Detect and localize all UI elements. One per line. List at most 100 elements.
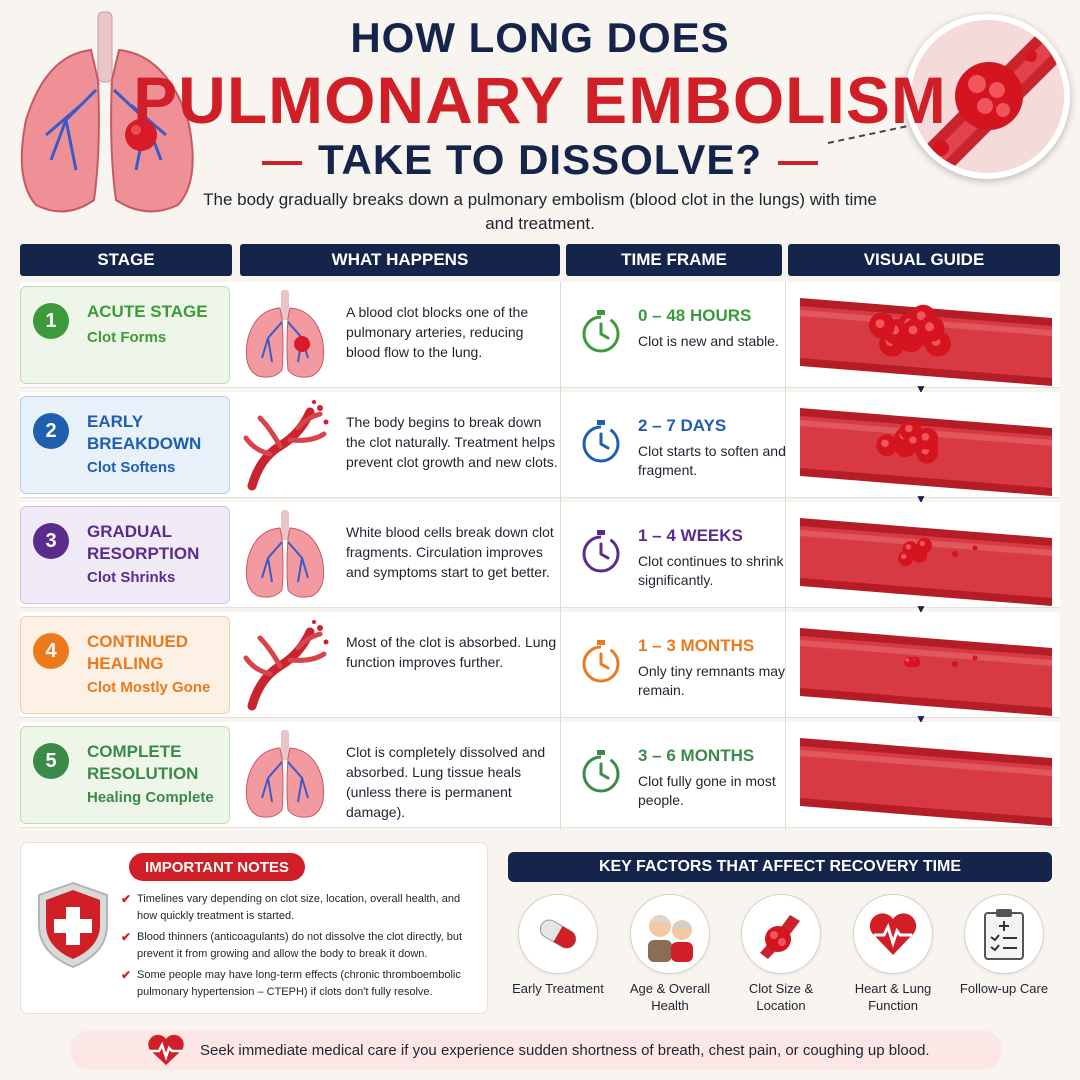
stage-card: 3 GRADUAL RESORPTION Clot Shrinks <box>20 506 230 604</box>
factor-heart-lung: Heart & Lung Function <box>843 894 943 1014</box>
factor-label: Age & Overall Health <box>629 981 711 1013</box>
lungs-icon <box>245 290 325 378</box>
factor-early-treatment: Early Treatment <box>508 894 608 997</box>
down-arrow-icon: ▼ <box>915 602 927 616</box>
what-happens-text: The body begins to break down the clot n… <box>346 414 558 470</box>
down-arrow-icon: ▼ <box>915 712 927 726</box>
important-notes-title: IMPORTANT NOTES <box>129 853 305 881</box>
key-factors-title: KEY FACTORS THAT AFFECT RECOVERY TIME <box>508 852 1052 882</box>
note-item: ✔ Some people may have long-term effects … <box>121 967 473 1001</box>
what-happens-text: Clot is completely dissolved and absorbe… <box>346 744 546 820</box>
header-what-happens: WHAT HAPPENS <box>240 244 560 276</box>
important-notes-panel: IMPORTANT NOTES ✔ Timelines vary dependin… <box>20 842 488 1014</box>
factor-label: Early Treatment <box>512 981 604 996</box>
artery-visual <box>800 628 1052 716</box>
footer-text: Seek immediate medical care if you exper… <box>200 1041 930 1059</box>
factor-age-health: Age & Overall Health <box>620 894 720 1014</box>
check-icon: ✔ <box>121 930 132 944</box>
factor-label: Heart & Lung Function <box>854 981 932 1013</box>
lungs-illustration-icon <box>20 11 194 213</box>
stage-number: 4 <box>33 633 69 669</box>
title-line-3-text: TAKE TO DISSOLVE? <box>317 136 763 183</box>
lungs-icon <box>245 730 325 818</box>
factor-follow-up: Follow-up Care <box>954 894 1054 997</box>
stage-number: 3 <box>33 523 69 559</box>
what-happens-text: Most of the clot is absorbed. Lung funct… <box>346 634 557 670</box>
stopwatch-icon <box>582 310 620 353</box>
check-icon: ✔ <box>121 968 132 982</box>
stage-subtitle: Clot Softens <box>87 459 176 476</box>
stage-row: 4 CONTINUED HEALING Clot Mostly Gone Mos… <box>20 612 1060 718</box>
elderly-couple-icon <box>648 915 693 962</box>
column-separator <box>785 282 786 830</box>
artery-visual <box>800 408 1052 496</box>
stage-number: 5 <box>33 743 69 779</box>
stage-number: 2 <box>33 413 69 449</box>
clipboard-icon <box>984 909 1024 960</box>
note-item: ✔ Blood thinners (anticoagulants) do not … <box>121 929 473 963</box>
stopwatch-icon <box>582 750 620 793</box>
heart-pulse-icon <box>869 913 917 955</box>
time-frame-description: Clot continues to shrink significantly. <box>638 553 784 588</box>
note-text: Blood thinners (anticoagulants) do not d… <box>137 931 463 960</box>
what-happens-text: White blood cells break down clot fragme… <box>346 524 554 580</box>
check-icon: ✔ <box>121 892 132 906</box>
stopwatch-icon <box>582 420 620 463</box>
header-visual-guide: VISUAL GUIDE <box>788 244 1060 276</box>
note-text: Some people may have long-term effects (… <box>137 969 461 998</box>
stage-row: 3 GRADUAL RESORPTION Clot Shrinks White … <box>20 502 1060 608</box>
stage-name: ACUTE STAGE <box>87 302 208 321</box>
stage-row: 2 EARLY BREAKDOWN Clot Softens The body … <box>20 392 1060 498</box>
stopwatch-icon <box>582 530 620 573</box>
stage-name: COMPLETE RESOLUTION <box>87 742 199 783</box>
header-time-frame: TIME FRAME <box>566 244 782 276</box>
stage-subtitle: Clot Shrinks <box>87 569 176 586</box>
time-frame-title: 2 – 7 DAYS <box>638 416 727 435</box>
stage-card: 1 ACUTE STAGE Clot Forms <box>20 286 230 384</box>
stage-card: 2 EARLY BREAKDOWN Clot Softens <box>20 396 230 494</box>
stage-row: 1 ACUTE STAGE Clot Forms A blood clot bl… <box>20 282 1060 388</box>
title-line-2: PULMONARY EMBOLISM <box>133 63 947 137</box>
factor-label: Follow-up Care <box>959 981 1049 996</box>
stage-subtitle: Clot Mostly Gone <box>87 679 211 696</box>
emergency-footer: Seek immediate medical care if you exper… <box>70 1030 1002 1070</box>
artery-visual <box>800 738 1052 826</box>
what-happens-text: A blood clot blocks one of the pulmonary… <box>346 304 529 360</box>
stage-name: EARLY BREAKDOWN <box>87 412 202 453</box>
artery-branch-icon <box>243 400 329 491</box>
stage-row: 5 COMPLETE RESOLUTION Healing Complete C… <box>20 722 1060 828</box>
title-line-3: TAKE TO DISSOLVE? <box>0 136 1080 184</box>
artery-visual <box>800 298 1052 386</box>
time-frame-title: 0 – 48 HOURS <box>638 306 752 325</box>
medical-shield-icon <box>38 881 108 969</box>
stage-subtitle: Clot Forms <box>87 329 167 346</box>
stage-card: 5 COMPLETE RESOLUTION Healing Complete <box>20 726 230 824</box>
artery-branch-icon <box>243 620 329 711</box>
time-frame-title: 1 – 3 MONTHS <box>638 636 755 655</box>
subtitle: The body gradually breaks down a pulmona… <box>203 190 877 233</box>
heart-pulse-icon <box>148 1034 184 1065</box>
time-frame-title: 3 – 6 MONTHS <box>638 746 755 765</box>
stage-name: GRADUAL RESORPTION <box>87 522 200 563</box>
time-frame-description: Clot is new and stable. <box>638 333 779 349</box>
stage-subtitle: Healing Complete <box>87 789 214 806</box>
lungs-icon <box>245 510 325 598</box>
stage-name: CONTINUED HEALING <box>87 632 189 673</box>
stopwatch-icon <box>582 640 620 683</box>
time-frame-title: 1 – 4 WEEKS <box>638 526 743 545</box>
factor-clot-size: Clot Size & Location <box>731 894 831 1014</box>
note-text: Timelines vary depending on clot size, l… <box>137 893 461 922</box>
time-frame-description: Only tiny remnants may remain. <box>638 663 786 698</box>
artery-visual <box>800 518 1052 606</box>
title-line-1: HOW LONG DOES <box>350 14 730 61</box>
note-item: ✔ Timelines vary depending on clot size, … <box>121 891 473 925</box>
time-frame-description: Clot starts to soften and fragment. <box>638 443 786 478</box>
clot-zoom-illustration <box>905 14 1070 179</box>
time-frame-description: Clot fully gone in most people. <box>638 773 776 808</box>
factor-label: Clot Size & Location <box>748 981 814 1013</box>
stage-number: 1 <box>33 303 69 339</box>
column-separator <box>560 282 561 830</box>
title-dash-left <box>261 160 302 165</box>
capsule-icon <box>539 919 577 949</box>
title-dash-right <box>778 160 819 165</box>
